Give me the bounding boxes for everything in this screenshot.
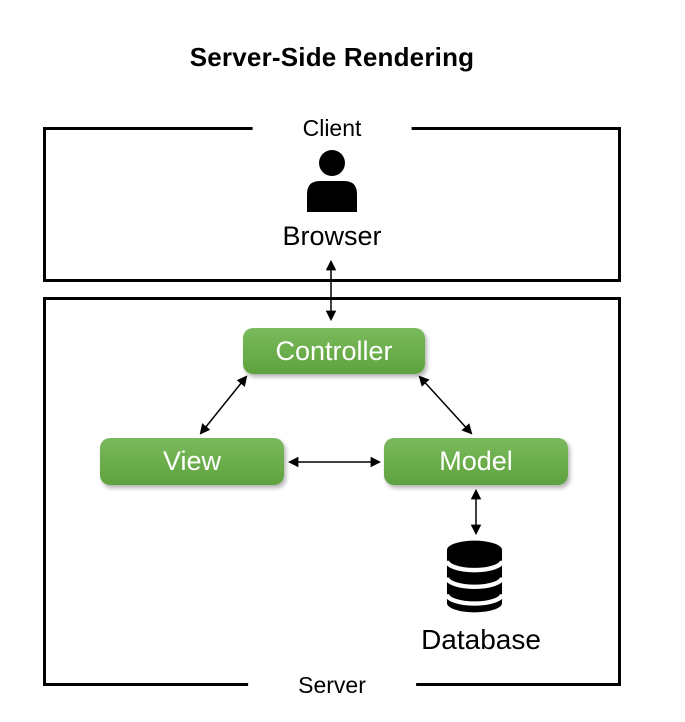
database-label: Database <box>421 624 541 655</box>
node-controller: Controller <box>243 328 425 374</box>
diagram-title: Server-Side Rendering <box>189 42 475 72</box>
node-view: View <box>100 438 284 485</box>
server-box-label: Server <box>248 670 416 700</box>
node-model: Model <box>384 438 568 485</box>
browser-label: Browser <box>282 221 382 251</box>
server-box: Server <box>43 297 621 700</box>
client-box-label: Client <box>252 113 412 143</box>
person-icon <box>306 150 358 212</box>
database-icon <box>444 540 505 613</box>
